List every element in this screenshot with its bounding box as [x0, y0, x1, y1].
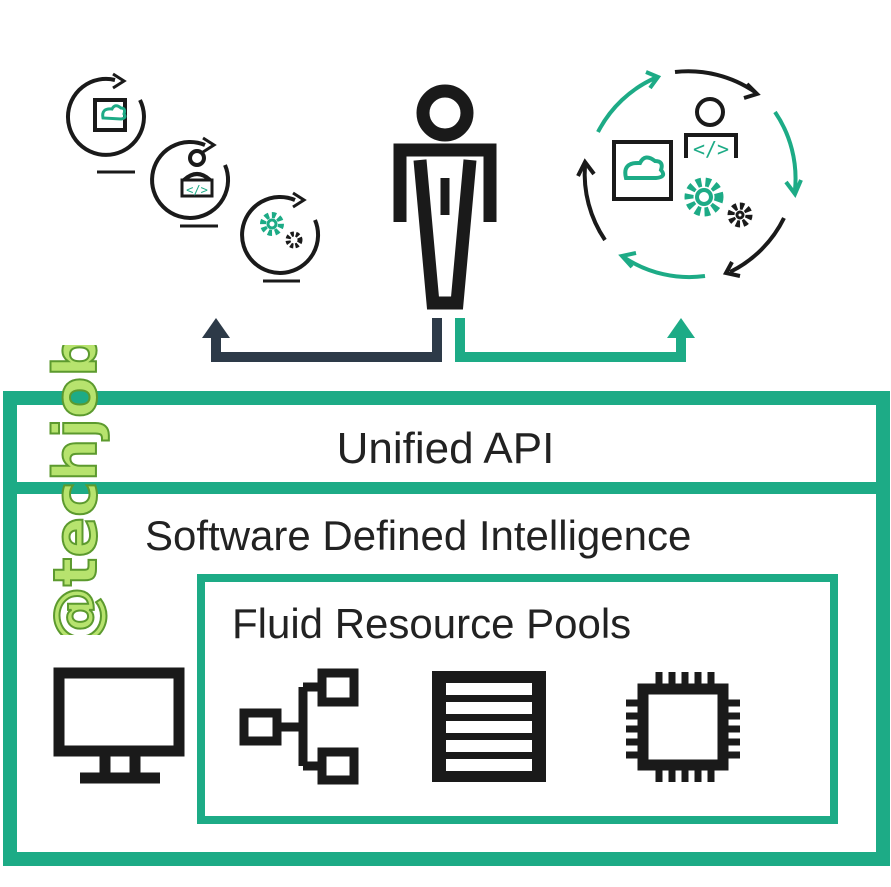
- arrow-to-manual: [211, 318, 442, 362]
- network-icon: [239, 668, 359, 785]
- cycle-arc-right: [773, 110, 798, 191]
- arrow-to-automated: [455, 318, 686, 362]
- outer-frame: [3, 391, 890, 866]
- fluid-resource-pools-label: Fluid Resource Pools: [232, 600, 632, 647]
- resource-pool-frame: [197, 574, 838, 824]
- monitor-icon: [53, 667, 185, 784]
- watermark: @techjob: [40, 345, 112, 635]
- software-defined-intelligence-label: Software Defined Intelligence: [145, 512, 692, 559]
- connector-arrows: [202, 318, 695, 362]
- cycle-cloud-icon: [612, 140, 673, 201]
- cycle-arc-top-right: [674, 69, 757, 94]
- cycle-arc-bottom-right: [729, 217, 786, 274]
- automated-cycle-group: </>: [576, 69, 803, 280]
- cpu-chip-icon: [626, 672, 740, 782]
- cycle-developer-icon: </>: [684, 97, 738, 161]
- step-gears-icon: [240, 191, 321, 283]
- cycle-gears-icon: [684, 177, 753, 228]
- unified-api-label: Unified API: [336, 424, 555, 473]
- svg-text:</>: </>: [693, 137, 729, 161]
- watermark-text: @techjob: [41, 345, 111, 635]
- person-icon: [393, 84, 497, 310]
- svg-text:</>: </>: [186, 183, 208, 197]
- storage-icon: [432, 671, 546, 782]
- cycle-arc-bottom: [623, 256, 706, 280]
- manual-steps-group: </>: [65, 72, 321, 283]
- cycle-arc-left: [582, 164, 607, 242]
- step-developer-icon: </>: [150, 136, 231, 228]
- cycle-arc-top-left: [596, 76, 656, 133]
- step-cloud-icon: [65, 72, 146, 174]
